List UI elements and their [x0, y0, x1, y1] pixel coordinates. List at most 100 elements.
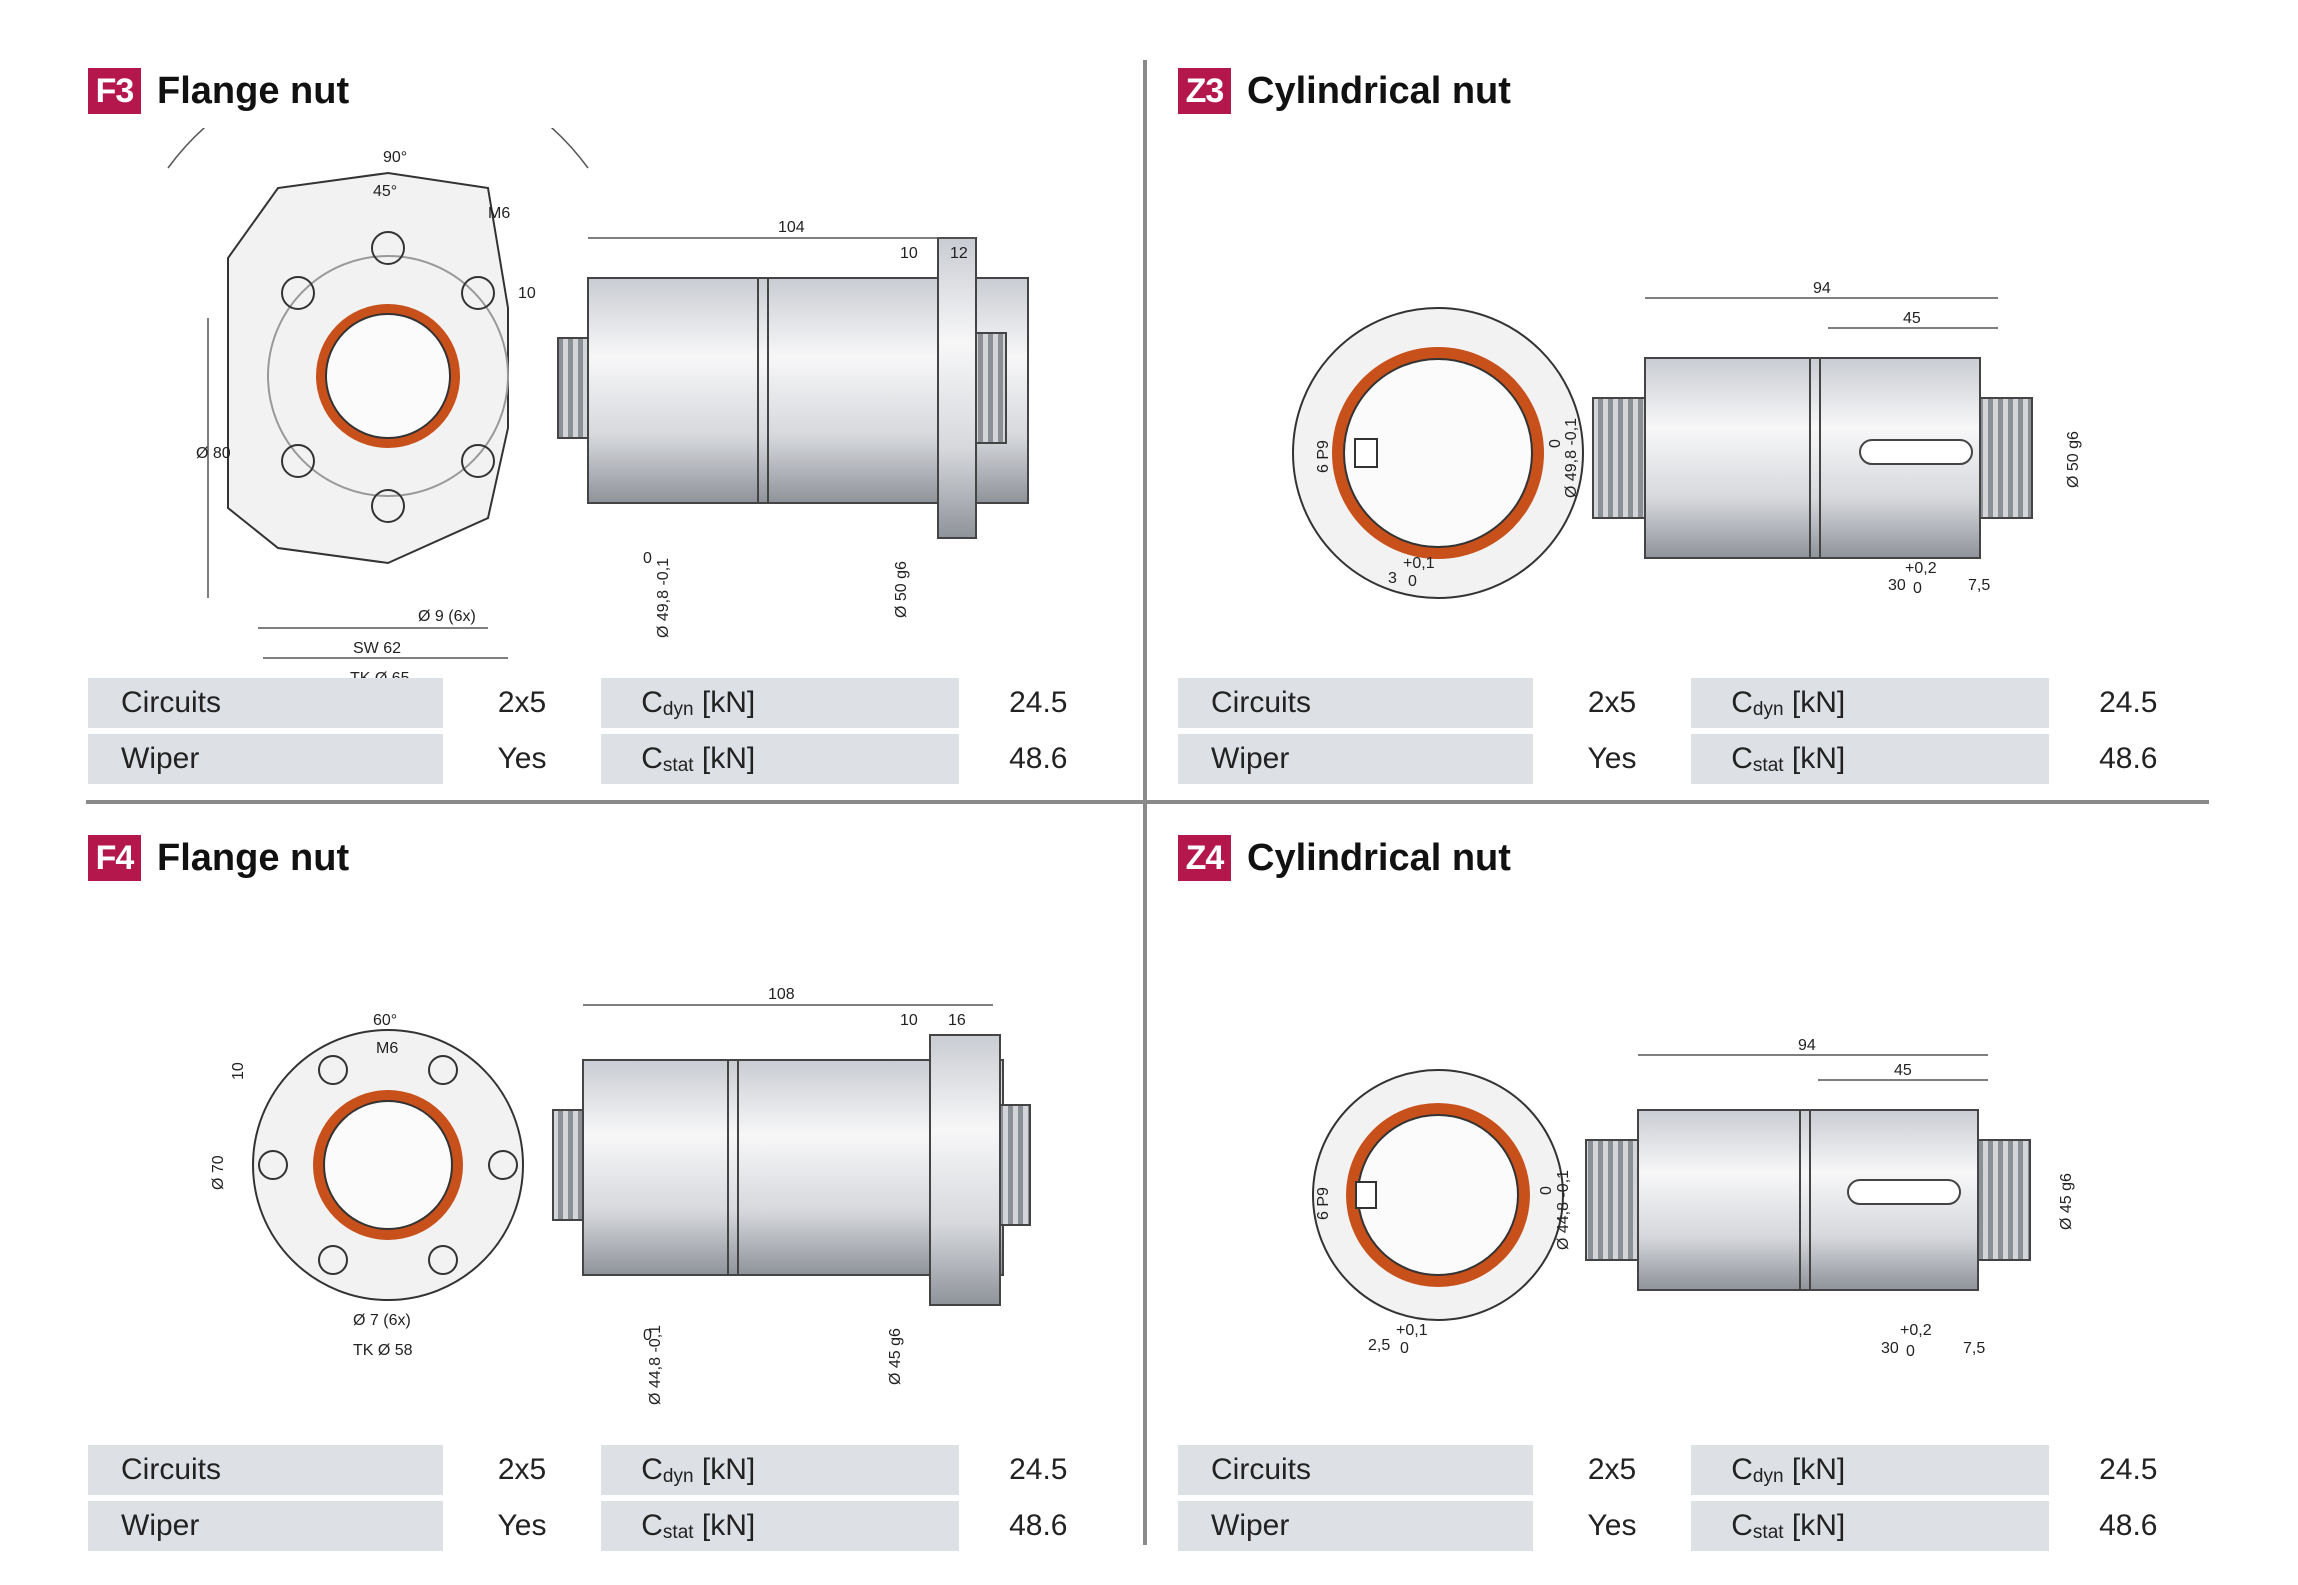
table-row: Wiper Yes Cstat [kN] 48.6: [1178, 1501, 2208, 1551]
panel-title-text: Cylindrical nut: [1247, 69, 1511, 112]
dim-label: +0,2: [1905, 560, 1937, 577]
technical-drawing-z4: 6 P9 +0,1 2,5 0 0 Ø 44,8 -0,1 94 45 Ø 45…: [1178, 895, 2208, 1455]
dim-label: 94: [1798, 1037, 1816, 1054]
spec-table: Circuits 2x5 Cdyn [kN] 24.5 Wiper Yes Cs…: [88, 672, 1118, 790]
dim-label: Ø 45 g6: [887, 1328, 904, 1385]
side-view: [552, 1034, 1031, 1306]
dim-label: Ø 45 g6: [2058, 1173, 2075, 1230]
front-view: [1312, 1069, 1564, 1321]
dim-label: 108: [768, 986, 795, 1003]
circuits-label: Circuits: [88, 1445, 443, 1495]
dim-label: M6: [376, 1040, 398, 1057]
cstat-label: Cstat [kN]: [1691, 734, 2049, 784]
circuits-value: 2x5: [442, 1445, 602, 1495]
cstat-value: 48.6: [2048, 734, 2208, 784]
dim-label: 7,5: [1968, 577, 1990, 594]
panel-title-text: Flange nut: [157, 836, 350, 879]
dim-label: Ø 44,8 -0,1: [647, 1325, 664, 1405]
table-row: Circuits 2x5 Cdyn [kN] 24.5: [88, 678, 1118, 728]
dim-label: 0: [1408, 573, 1417, 590]
dim-label: Ø 50 g6: [893, 561, 910, 618]
cstat-value: 48.6: [958, 734, 1118, 784]
cdyn-value: 24.5: [958, 678, 1118, 728]
wiper-label: Wiper: [1178, 1501, 1533, 1551]
table-row: Wiper Yes Cstat [kN] 48.6: [88, 734, 1118, 784]
dim-label: 60°: [373, 1012, 397, 1029]
front-view: [252, 1029, 524, 1301]
code-badge: Z3: [1178, 68, 1231, 114]
dim-label: Ø 50 g6: [2065, 431, 2082, 488]
panel-title-text: Cylindrical nut: [1247, 836, 1511, 879]
dim-label: 6 P9: [1315, 440, 1332, 473]
dim-label: Ø 49,8 -0,1: [1563, 418, 1580, 498]
dim-label: 10: [900, 1012, 918, 1029]
circuits-value: 2x5: [1532, 1445, 1692, 1495]
front-view: [1292, 307, 1584, 599]
circuits-label: Circuits: [88, 678, 443, 728]
technical-drawing-f3: 90° 45° M6 10 Ø 80 Ø 9 (6x) SW 62 TK Ø 6…: [88, 60, 1118, 688]
dim-label: 0: [1913, 580, 1922, 597]
cstat-label: Cstat [kN]: [601, 734, 959, 784]
dim-label: 0: [643, 550, 652, 567]
panel-title: F3 Flange nut: [88, 68, 349, 114]
circuits-value: 2x5: [442, 678, 602, 728]
dim-label: 3: [1388, 570, 1397, 587]
wiper-value: Yes: [1532, 734, 1692, 784]
circuits-value: 2x5: [1532, 678, 1692, 728]
dim-label: +0,1: [1396, 1322, 1428, 1339]
side-view: [1585, 1109, 2031, 1291]
circuits-label: Circuits: [1178, 678, 1533, 728]
code-badge: F4: [88, 835, 141, 881]
dim-label: M6: [488, 205, 510, 222]
dim-label: 45: [1903, 310, 1921, 327]
dim-label: Ø 9 (6x): [418, 608, 476, 625]
dim-label: 45°: [373, 183, 397, 200]
technical-drawing-z3: 6 P9 +0,1 3 0 0 Ø 49,8 -0,1 94 45 Ø 50 g…: [1178, 128, 2208, 688]
dim-label: 6 P9: [1315, 1187, 1332, 1220]
spec-table: Circuits 2x5 Cdyn [kN] 24.5 Wiper Yes Cs…: [1178, 672, 2208, 790]
dim-label: 2,5: [1368, 1337, 1390, 1354]
wiper-label: Wiper: [88, 1501, 443, 1551]
table-row: Wiper Yes Cstat [kN] 48.6: [1178, 734, 2208, 784]
dim-label: 30: [1888, 577, 1906, 594]
side-view: [1592, 357, 2033, 559]
dim-label: 0: [643, 1327, 652, 1344]
dim-label: 16: [948, 1012, 966, 1029]
dim-label: +0,2: [1900, 1322, 1932, 1339]
wiper-value: Yes: [442, 1501, 602, 1551]
table-row: Circuits 2x5 Cdyn [kN] 24.5: [1178, 1445, 2208, 1495]
table-row: Circuits 2x5 Cdyn [kN] 24.5: [1178, 678, 2208, 728]
dim-label: 0: [1538, 1186, 1555, 1195]
dim-label: 12: [950, 245, 968, 262]
circuits-label: Circuits: [1178, 1445, 1533, 1495]
cstat-value: 48.6: [2048, 1501, 2208, 1551]
cdyn-value: 24.5: [2048, 1445, 2208, 1495]
dim-label: 0: [1547, 439, 1564, 448]
dim-label: SW 62: [353, 640, 401, 657]
horizontal-divider: [86, 800, 2209, 804]
dim-label: 30: [1881, 1340, 1899, 1357]
panel-title-text: Flange nut: [157, 69, 350, 112]
wiper-label: Wiper: [88, 734, 443, 784]
dim-label: 90°: [383, 149, 407, 166]
cdyn-label: Cdyn [kN]: [1691, 678, 2049, 728]
panel-title: Z3 Cylindrical nut: [1178, 68, 1511, 114]
dim-label: +0,1: [1403, 555, 1435, 572]
cstat-label: Cstat [kN]: [601, 1501, 959, 1551]
spec-table: Circuits 2x5 Cdyn [kN] 24.5 Wiper Yes Cs…: [88, 1439, 1118, 1557]
dim-label: 0: [1906, 1343, 1915, 1360]
dim-label: 104: [778, 219, 805, 236]
wiper-value: Yes: [1532, 1501, 1692, 1551]
front-view: [167, 60, 589, 659]
dim-label: 7,5: [1963, 1340, 1985, 1357]
dim-label: Ø 80: [196, 445, 231, 462]
cdyn-value: 24.5: [958, 1445, 1118, 1495]
dim-label: 10: [518, 285, 536, 302]
cstat-label: Cstat [kN]: [1691, 1501, 2049, 1551]
dim-label: 10: [900, 245, 918, 262]
dim-label: 45: [1894, 1062, 1912, 1079]
panel-title: F4 Flange nut: [88, 835, 349, 881]
cstat-value: 48.6: [958, 1501, 1118, 1551]
cdyn-value: 24.5: [2048, 678, 2208, 728]
dim-label: Ø 44,8 -0,1: [1555, 1170, 1572, 1250]
